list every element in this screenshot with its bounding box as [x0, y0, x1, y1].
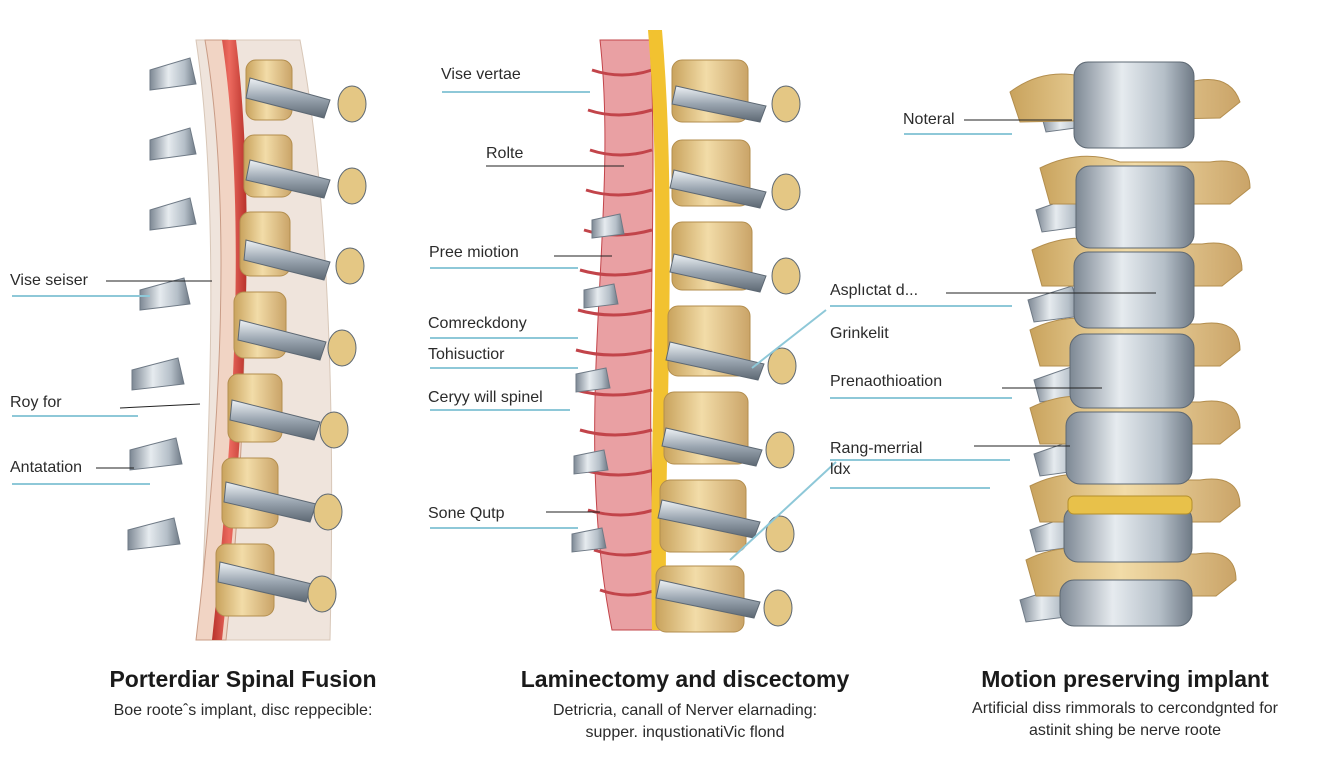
pedicle-screws — [217, 77, 367, 613]
panel-3-illustration — [1009, 61, 1251, 627]
panel-3-subtitle-line-1: Artificial diss rimmorals to cercondgnte… — [972, 700, 1278, 717]
p2-label-pree-miotion: Pree miotion — [429, 244, 519, 261]
p3-label-grinkelit: Grinkelit — [830, 325, 889, 342]
spinal-cord-red — [212, 40, 247, 640]
panel-3-subtitle-line-2: astinit shing be nerve roote — [1028, 722, 1222, 739]
p2-label-comreckdony: Comreckdony — [428, 315, 527, 332]
p2-label-rolte: Rolte — [486, 145, 524, 162]
p3-label-rang-merrial: Rang-merrial — [830, 440, 923, 457]
p2-label-ceryy-will-spinel: Ceryy will spinel — [428, 389, 543, 406]
p2-left-processes — [571, 213, 625, 553]
panel-1-subtitle-line-1: Boe rooteˆs implant, disc reppecible: — [113, 702, 373, 719]
panel-3-leaders — [830, 119, 1156, 489]
p1-label-antatation: Antatation — [10, 459, 83, 476]
p3-label-noteral: Noteral — [903, 111, 955, 128]
p3-label-asplictat: Asplıctat d... — [830, 282, 919, 299]
p3-gold-spacer — [1067, 495, 1193, 515]
p1-label-roy-for: Roy for — [10, 394, 62, 411]
panel-3-subtitle: Artificial diss rimmorals to cercondgnte… — [920, 698, 1330, 742]
p2-label-sone-qutp: Sone Qutp — [428, 505, 505, 522]
p3-label-prenaothioation: Prenaothioation — [830, 373, 943, 390]
p2-label-tohisuctior: Tohisuctior — [428, 346, 505, 363]
p3-label-ldx: ldx — [830, 461, 851, 478]
panel-2-subtitle-line-2: supper. inqustionatiVic flond — [585, 724, 785, 741]
panel-1-subtitle: Boe rooteˆs implant, disc reppecible: — [40, 700, 446, 722]
panel-1-leaders — [12, 280, 212, 485]
panel-2-subtitle: Detricria, canall of Nerver elarnading: … — [470, 700, 900, 744]
spinal-cord-yellow — [648, 30, 670, 630]
left-processes — [127, 57, 197, 551]
p1-label-vise-seiser: Vise seiser — [10, 272, 88, 289]
p2-label-vise-vertae: Vise vertae — [441, 66, 521, 83]
panel-1-illustration — [127, 39, 367, 641]
panel-2-leaders — [430, 91, 837, 561]
panel-2-illustration — [571, 30, 801, 633]
p3-implant-bodies — [1059, 61, 1195, 627]
panel-3-title: Motion preserving implant — [981, 666, 1269, 692]
panel-2-title: Laminectomy and discectomy — [520, 666, 850, 692]
p2-screws — [655, 85, 801, 627]
panel-2-subtitle-line-1: Detricria, canall of Nerver elarnading: — [552, 702, 818, 719]
panel-1-title: Porterdiar Spinal Fusion — [109, 666, 377, 692]
